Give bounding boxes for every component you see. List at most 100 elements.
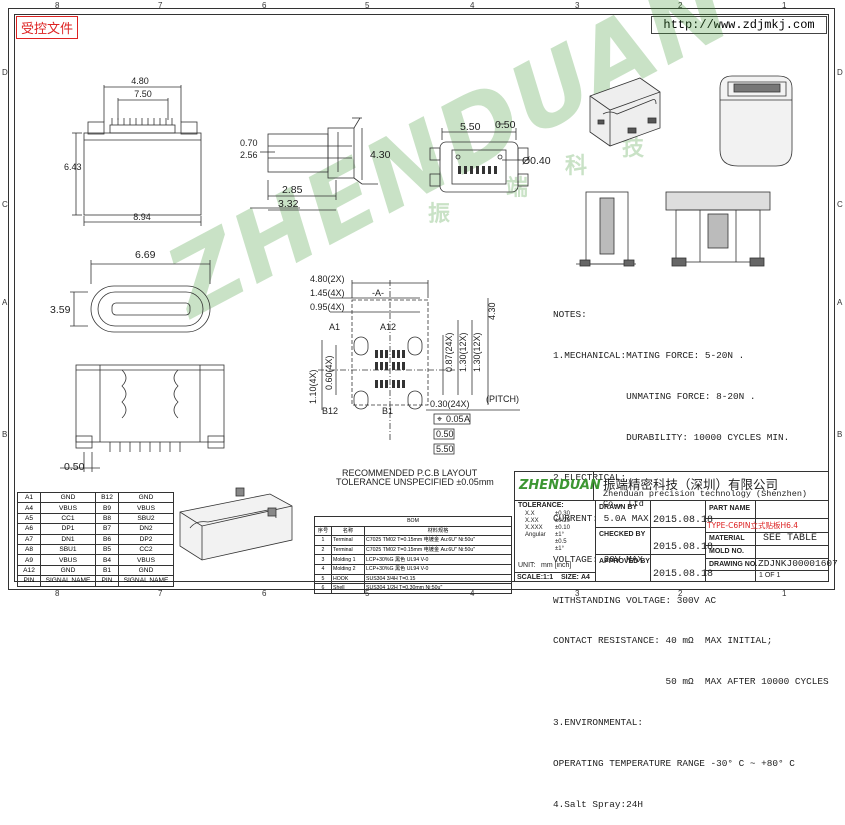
top-view <box>72 85 202 226</box>
pin-cell: VBUS <box>118 502 174 514</box>
pin-cell: A4 <box>17 502 41 514</box>
pin-cell: B5 <box>95 543 119 556</box>
approved-by-label: APPROVED BY <box>599 558 650 565</box>
company-name-en: Zhenduan precision technology (Shenzhen)… <box>603 489 808 509</box>
pin-cell: DP1 <box>40 523 96 535</box>
grid-label: 7 <box>158 589 163 598</box>
dim-label: 7.50 <box>134 89 152 99</box>
iso-views <box>179 75 793 561</box>
pin-cell: GND <box>40 491 96 504</box>
note-line: VOLTAGE: 20V MAX <box>553 553 644 565</box>
website-url[interactable]: http://www.zdjmkj.com <box>651 16 827 34</box>
dim-label: 6.43 <box>64 162 82 172</box>
pin-cell: SBU1 <box>40 543 96 556</box>
dim-label: 2.56 <box>240 150 258 160</box>
watermark-char: 振 <box>428 202 451 227</box>
pin-cell: PIN <box>17 575 41 587</box>
bom-header: 序号 <box>314 525 332 537</box>
dim-label: 0.50 <box>436 429 454 439</box>
section-view-2 <box>665 191 771 267</box>
tolerance-value: ±0.20 <box>555 518 570 524</box>
grid-label: 1 <box>782 1 787 10</box>
pin-cell: DN2 <box>118 523 174 535</box>
iso-view-1 <box>589 77 661 147</box>
iso-view-3 <box>179 487 293 561</box>
grid-label: 1 <box>782 589 787 598</box>
pin-cell: PIN <box>95 575 119 587</box>
note-line: 1.MECHANICAL:MATING FORCE: 5-20N . <box>553 349 745 361</box>
approved-date: 2015.08.18 <box>653 569 714 580</box>
tolerance-key: X.XX <box>525 518 539 524</box>
dim-label: 0.95(4X) <box>310 302 345 312</box>
dim-label: 0.30(24X) <box>430 399 470 409</box>
dim-label: 3.59 <box>50 304 71 316</box>
grid-label: B <box>2 430 8 439</box>
size-value: A4 <box>581 574 590 581</box>
table-row: 序号名称材料规格 <box>314 525 512 537</box>
bom-cell: Molding 1 <box>331 554 365 565</box>
bom-title: BOM <box>314 516 512 527</box>
pcb-layout <box>318 280 520 455</box>
bom-header: 名称 <box>331 525 365 537</box>
watermark-char: 端 <box>506 176 529 201</box>
bom-cell: 3 <box>314 554 332 565</box>
bom-cell: LCP+30%G 黑色 UL94 V-0 <box>364 563 512 575</box>
pin-cell: GND <box>118 564 174 577</box>
note-line: WITHSTANDING VOLTAGE: 300V AC <box>553 594 717 606</box>
bom-cell: Terminal <box>331 535 365 546</box>
tolerance-value: 0.05 <box>446 414 464 424</box>
unit-value: mm [inch] <box>541 562 572 569</box>
unit-label: UNIT: <box>518 562 536 569</box>
pin-cell: B1 <box>95 564 119 577</box>
note-line: 3.ENVIRONMENTAL: <box>553 717 644 728</box>
pin-cell: B7 <box>95 523 119 535</box>
pin-cell: B6 <box>95 533 119 545</box>
dim-label: 4.80(2X) <box>310 274 345 284</box>
tolerance-key: X.XXX <box>525 525 543 531</box>
bom-cell: 4 <box>314 563 332 575</box>
pin-cell: VBUS <box>40 554 96 566</box>
note-line: 2.ELECTRICAL: <box>553 472 627 484</box>
note-line: DURABILITY: 10000 CYCLES MIN. <box>553 431 790 443</box>
dim-label: 4.30 <box>370 149 391 161</box>
material-value: SEE TABLE <box>763 533 818 544</box>
dim-label: 5.50 <box>436 444 454 454</box>
grid-label: 4 <box>470 589 475 598</box>
layout-caption: TOLERANCE UNSPECIFIED ±0.05mm <box>336 477 494 487</box>
dim-label: 8.94 <box>133 212 151 222</box>
scale-value: 1:1 <box>543 574 554 581</box>
tolerance-key: X.X <box>525 511 535 517</box>
pcb-top-view <box>429 123 529 193</box>
layout-pads <box>375 166 497 388</box>
pin-cell: A8 <box>17 543 41 556</box>
pin-cell: VBUS <box>40 502 96 514</box>
mold-no-label: MOLD NO. <box>709 548 744 555</box>
tolerance-value: ±0.30 <box>555 511 570 517</box>
pin-cell: GND <box>40 564 96 577</box>
tolerance-ref: A <box>464 414 470 424</box>
grid-label: 7 <box>158 1 163 10</box>
note-line: OPERATING TEMPERATURE RANGE -30° C ~ +80… <box>553 757 795 769</box>
pin-callout: B12 <box>322 406 338 416</box>
pin-cell: A7 <box>17 533 41 545</box>
watermark-char: 科 <box>565 154 588 179</box>
pin-cell: B12 <box>95 491 119 504</box>
pin-callout: A12 <box>380 322 396 332</box>
bom-cell: 1 <box>314 535 332 546</box>
dim-label: 4.30 <box>487 302 497 320</box>
bom-cell: 2 <box>314 544 332 556</box>
dim-label: 0.87(24X) <box>444 332 454 372</box>
bom-cell: C7025 TM02 T=0.15mm 电镀金 Au:6U" Ni:50u" <box>364 544 512 556</box>
dim-label: 0.70 <box>240 138 258 148</box>
grid-label: C <box>2 200 8 209</box>
note-line: 4.Salt Spray:24H <box>553 798 644 810</box>
scale-label: SCALE: <box>517 574 544 581</box>
